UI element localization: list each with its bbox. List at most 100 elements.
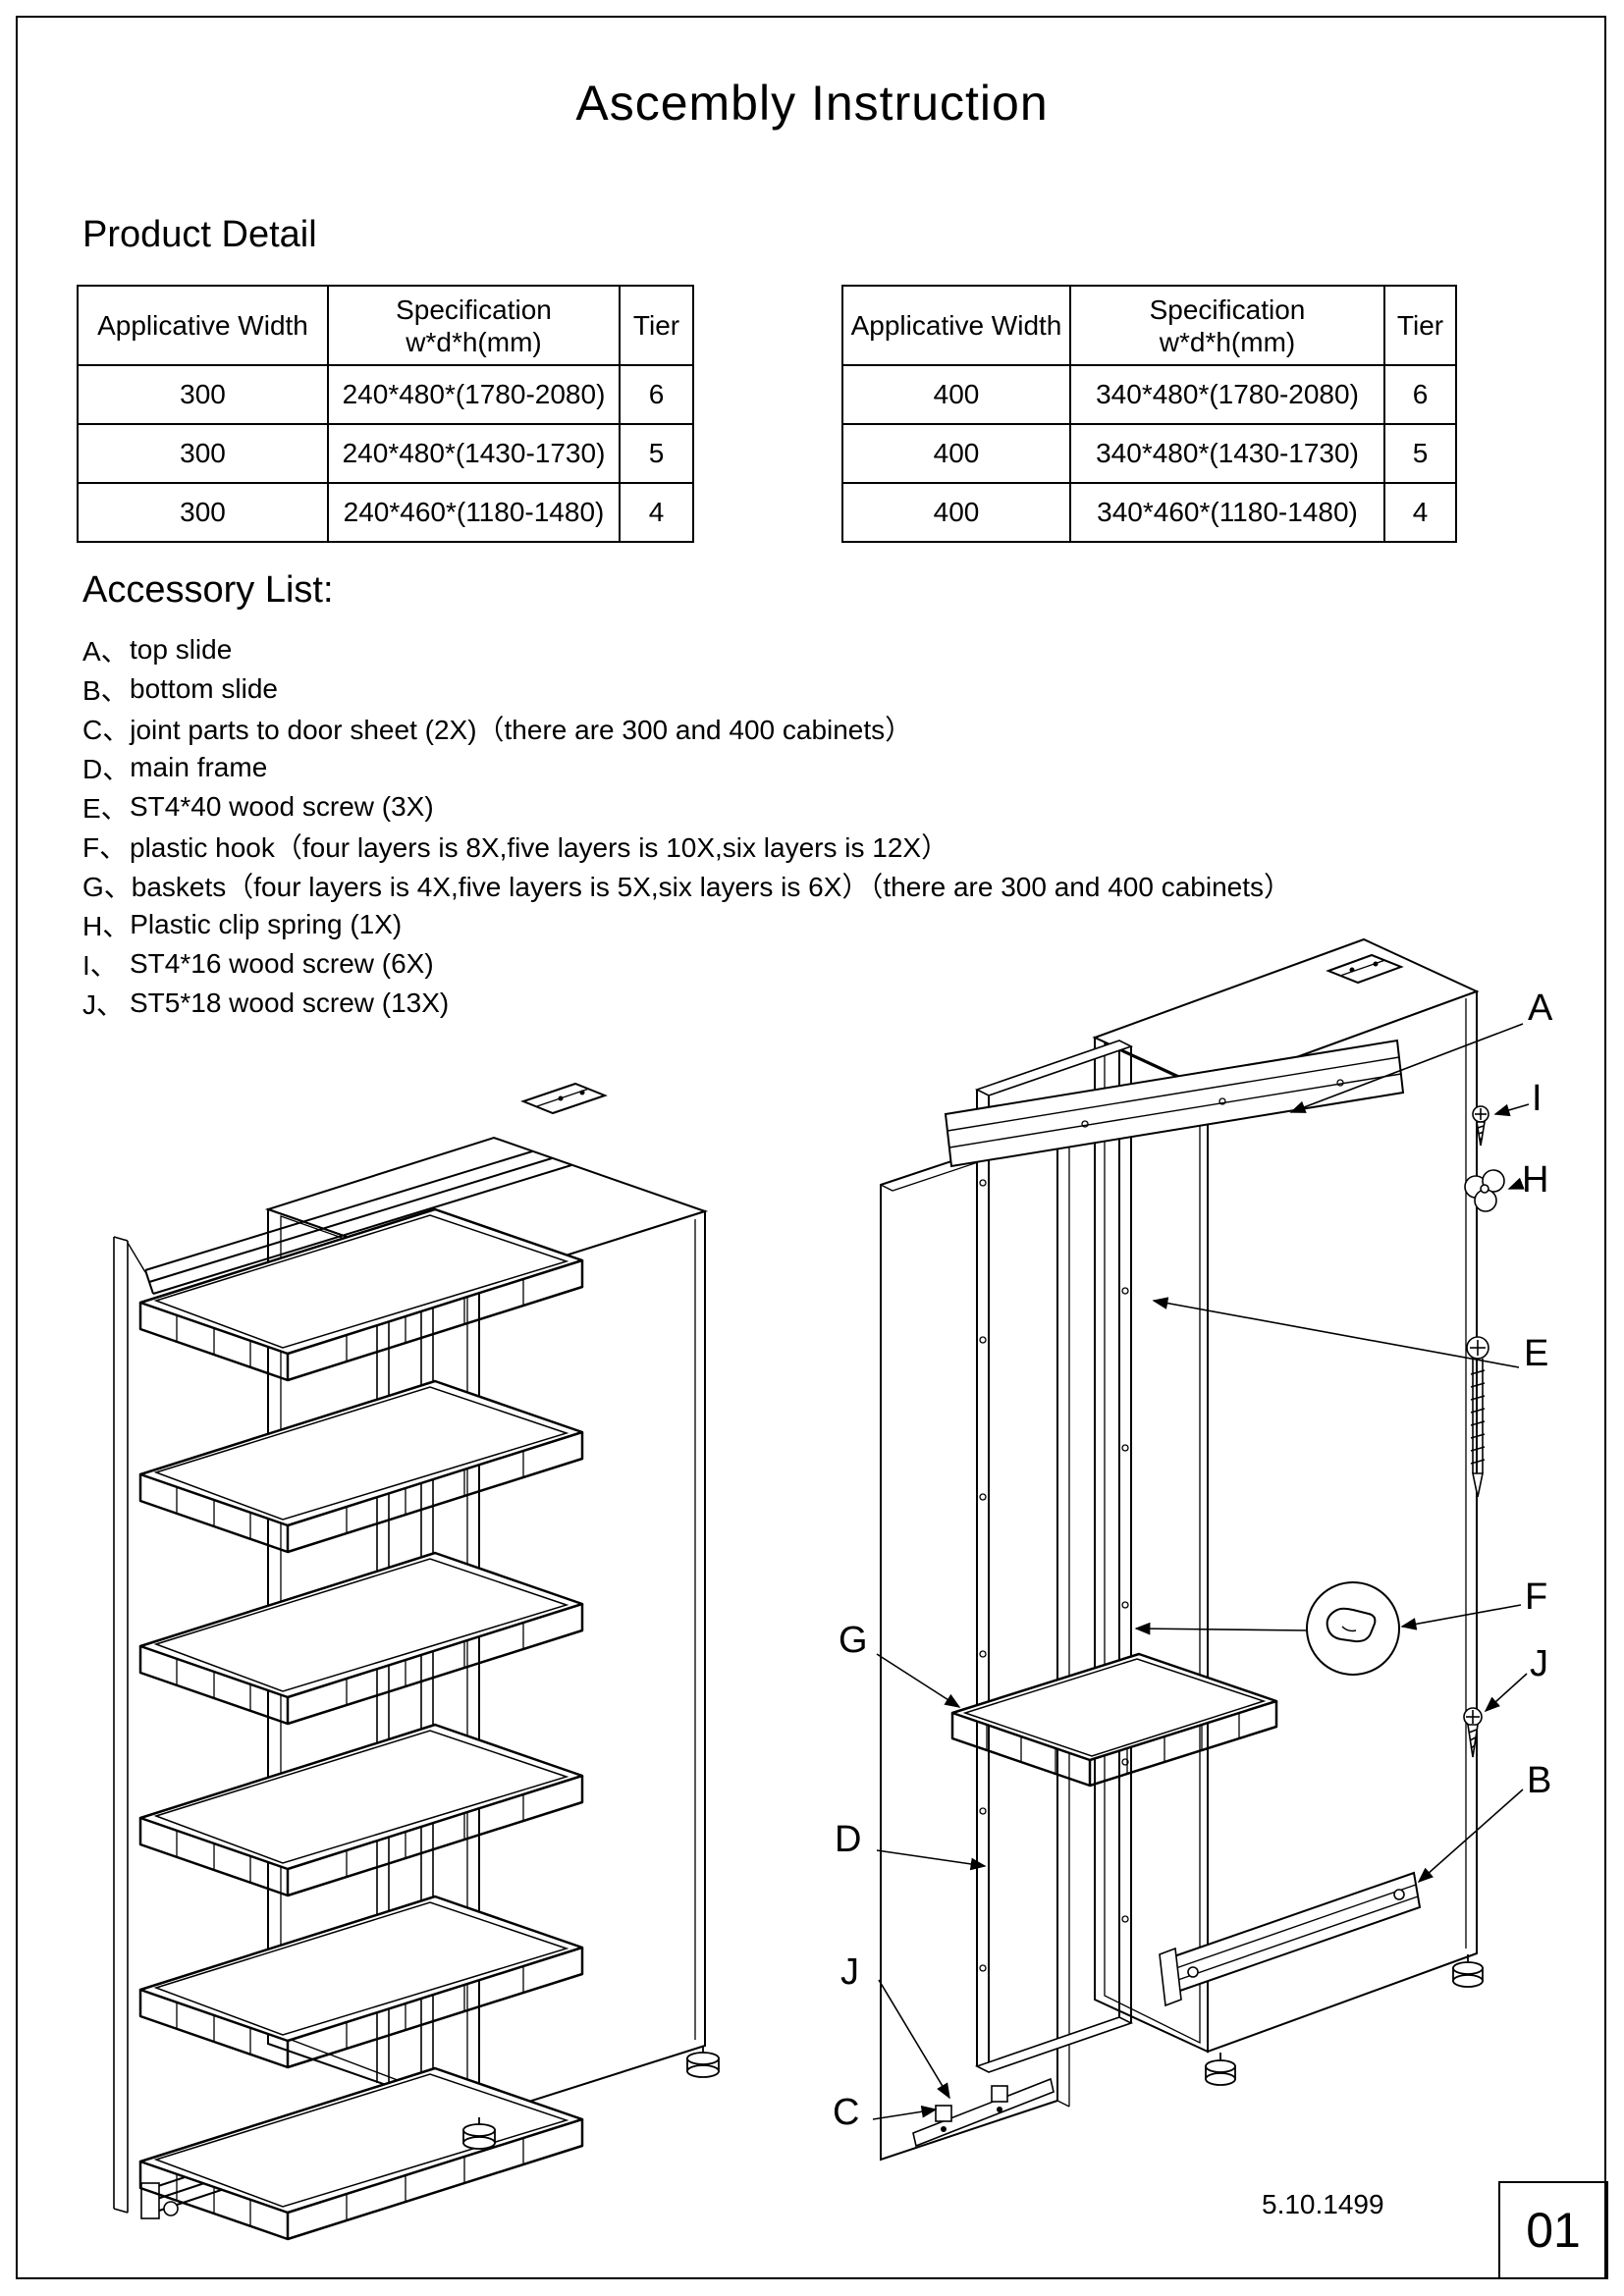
cell-width: 400: [841, 482, 1071, 543]
spec-header-line2: w*d*h(mm): [1159, 326, 1296, 357]
callout-b-bottom-slide: B: [1527, 1760, 1552, 1801]
table-row: 300 240*480*(1430-1730) 5: [77, 423, 694, 484]
table-row: 300 240*460*(1180-1480) 4: [77, 482, 694, 543]
callout-j-screw-upper: J: [1530, 1643, 1548, 1684]
page-border: [16, 16, 1606, 2279]
accessory-item-key: G、: [82, 872, 132, 902]
leader-lines: [872, 1023, 1530, 2120]
accessory-item-key: D、: [82, 754, 131, 784]
table-row: 300 240*480*(1780-2080) 6: [77, 364, 694, 425]
assembled-unit-drawing: [113, 1082, 720, 2241]
accessory-item-text: joint parts to door sheet (2X)（there are…: [130, 715, 913, 745]
accessory-item-text: ST4*16 wood screw (6X): [130, 948, 434, 979]
top-slide-rails: [127, 1150, 572, 1295]
accessory-item-text: baskets（four layers is 4X,five layers is…: [131, 872, 1291, 902]
wood-screw-st4x40-icon: [1466, 1336, 1489, 1498]
cell-spec: 240*480*(1430-1730): [327, 423, 621, 484]
accessory-item-key: J、: [82, 989, 125, 1020]
accessory-list: A、top slide B、bottom slide C、joint parts…: [82, 630, 1291, 1023]
cell-width: 300: [77, 482, 329, 543]
callout-f-plastic-hook: F: [1525, 1576, 1548, 1618]
accessory-item-g: G、baskets（four layers is 4X,five layers …: [82, 866, 1291, 905]
page-number-box: 01: [1498, 2181, 1608, 2279]
cell-spec: 340*480*(1780-2080): [1069, 364, 1385, 425]
callout-i-screw: I: [1532, 1078, 1543, 1119]
accessory-list-heading: Accessory List:: [82, 569, 334, 611]
product-detail-heading: Product Detail: [82, 214, 317, 255]
plastic-hook-detail-circle: [1306, 1581, 1400, 1676]
accessory-item-b: B、bottom slide: [82, 669, 1291, 709]
cell-tier: 4: [1383, 482, 1457, 543]
wood-screw-st5x18-icon: [1463, 1707, 1483, 1758]
adjustable-feet: [1205, 1954, 1484, 2086]
top-slide-assembly: [944, 1039, 1405, 1168]
doc-code: 5.10.1499: [1262, 2189, 1384, 2219]
accessory-item-text: ST5*18 wood screw (13X): [130, 988, 450, 1018]
page-title: Ascembly Instruction: [575, 76, 1049, 131]
callout-g-basket: G: [839, 1620, 868, 1661]
callout-j-screw-lower: J: [840, 1951, 859, 1993]
top-bracket: [520, 1082, 608, 1115]
accessory-item-text: plastic hook（four layers is 8X,five laye…: [130, 832, 949, 863]
accessory-item-f: F、plastic hook（four layers is 8X,five la…: [82, 827, 1291, 866]
top-bracket: [1326, 953, 1404, 985]
accessory-item-j: J、ST5*18 wood screw (13X): [82, 984, 1291, 1023]
adjustable-feet: [462, 2046, 720, 2150]
door-panel: [880, 1124, 1071, 2162]
accessory-item-text: ST4*40 wood screw (3X): [130, 791, 434, 822]
accessory-item-key: H、: [82, 911, 131, 941]
exploded-view-drawing: [872, 937, 1530, 2162]
accessory-item-a: A、top slide: [82, 630, 1291, 669]
accessory-item-text: main frame: [130, 752, 268, 782]
accessory-item-d: D、main frame: [82, 748, 1291, 787]
col-header-specification: Specification w*d*h(mm): [327, 285, 621, 366]
foot: [686, 2046, 720, 2078]
foot: [1452, 1954, 1484, 1988]
cell-spec: 240*460*(1180-1480): [327, 482, 621, 543]
accessory-item-c: C、joint parts to door sheet (2X)（there a…: [82, 709, 1291, 748]
accessory-item-text: bottom slide: [130, 673, 278, 704]
col-header-specification: Specification w*d*h(mm): [1069, 285, 1385, 366]
accessory-item-text: Plastic clip spring (1X): [130, 909, 403, 939]
col-header-tier: Tier: [619, 285, 694, 366]
callout-e-screw: E: [1524, 1333, 1549, 1374]
accessory-item-key: A、: [82, 636, 129, 667]
col-header-applicative-width: Applicative Width: [77, 285, 329, 366]
main-frame: [974, 1040, 1134, 2073]
door-joint-parts: [912, 2077, 1055, 2148]
cell-width: 400: [841, 423, 1071, 484]
table-header-row: Applicative Width Specification w*d*h(mm…: [841, 285, 1457, 366]
callout-c-joint-parts: C: [833, 2092, 860, 2133]
table-row: 400 340*480*(1780-2080) 6: [841, 364, 1457, 425]
page-number: 01: [1526, 2203, 1581, 2258]
spec-header-line2: w*d*h(mm): [406, 326, 542, 357]
col-header-tier: Tier: [1383, 285, 1457, 366]
spec-header-line1: Specification: [1149, 294, 1306, 325]
accessory-item-key: E、: [82, 793, 129, 824]
cell-width: 400: [841, 364, 1071, 425]
accessory-item-i: I、 ST4*16 wood screw (6X): [82, 944, 1291, 984]
table-row: 400 340*460*(1180-1480) 4: [841, 482, 1457, 543]
table-header-row: Applicative Width Specification w*d*h(mm…: [77, 285, 694, 366]
accessory-item-key: I、: [82, 950, 118, 981]
spec-table-400: Applicative Width Specification w*d*h(mm…: [841, 285, 1457, 543]
foot: [462, 2117, 496, 2150]
door-mount-rail: [113, 1236, 129, 2214]
wood-screw-st4x16-icon: [1472, 1105, 1489, 1147]
spec-header-line1: Specification: [396, 294, 552, 325]
callout-d-main-frame: D: [835, 1819, 862, 1860]
callout-h-clip-spring: H: [1522, 1159, 1549, 1201]
accessory-item-key: B、: [82, 675, 129, 706]
callout-a-top-slide: A: [1528, 988, 1553, 1029]
cell-spec: 240*480*(1780-2080): [327, 364, 621, 425]
foot: [1205, 2053, 1236, 2086]
spec-table-300: Applicative Width Specification w*d*h(mm…: [77, 285, 694, 543]
accessory-item-e: E、ST4*40 wood screw (3X): [82, 787, 1291, 827]
accessory-item-h: H、Plastic clip spring (1X): [82, 905, 1291, 944]
cell-tier: 4: [619, 482, 694, 543]
cabinet-body: [1092, 937, 1480, 2054]
cell-tier: 6: [1383, 364, 1457, 425]
bottom-slide: [1159, 1871, 1422, 2007]
col-header-applicative-width: Applicative Width: [841, 285, 1071, 366]
